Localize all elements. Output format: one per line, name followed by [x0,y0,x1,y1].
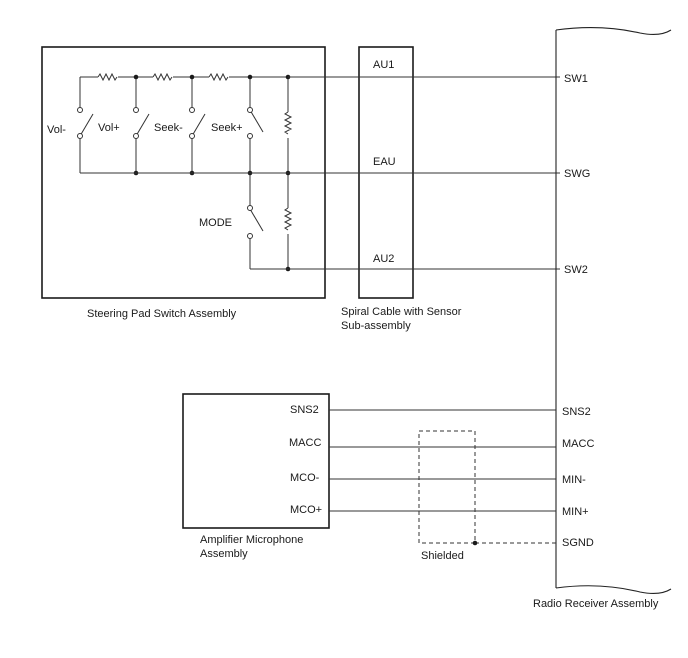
radio-receiver-top-edge [555,27,672,36]
steering-pad-title: Steering Pad Switch Assembly [87,308,237,320]
switch-label-vol-minus: Vol- [47,124,66,136]
spiral-cable-title-line2: Sub-assembly [341,320,411,332]
amp-pin-sns2: SNS2 [290,404,319,416]
switch-seek-minus [189,77,206,173]
switch-vol-minus [77,77,94,173]
switch-vol-plus [133,77,150,173]
amp-pin-macc: MACC [289,437,321,449]
radio-receiver-title: Radio Receiver Assembly [533,598,659,610]
top-bus-wire [80,72,288,82]
radio-pin-sw1: SW1 [564,73,588,85]
switch-label-mode: MODE [199,217,232,229]
shield-junction-dot [472,540,478,546]
amplifier-mic-title-line2: Assembly [200,548,248,560]
switch-label-vol-plus: Vol+ [98,122,120,134]
spiral-pin-au2: AU2 [373,253,394,265]
switch-label-seek-minus: Seek- [154,122,183,134]
amp-pin-mco-minus: MCO- [290,472,320,484]
radio-pin-sw2: SW2 [564,264,588,276]
amp-pin-mco-plus: MCO+ [290,504,322,516]
radio-pin-swg: SWG [564,168,590,180]
resistor-branch-bottom [283,173,293,269]
radio-pin-sgnd: SGND [562,537,594,549]
radio-pin-min-minus: MIN- [562,474,586,486]
amplifier-mic-box [182,393,330,529]
switch-label-seek-plus: Seek+ [211,122,243,134]
radio-receiver-bottom-edge [555,585,672,595]
resistor-branch-top [283,77,293,173]
radio-pin-sns2: SNS2 [562,406,591,418]
switch-mode [247,173,264,269]
radio-pin-macc: MACC [562,438,594,450]
shield-box [418,430,476,544]
spiral-pin-au1: AU1 [373,59,394,71]
amplifier-mic-title-line1: Amplifier Microphone [200,534,303,546]
radio-pin-min-plus: MIN+ [562,506,589,518]
switch-seek-plus [247,77,264,173]
spiral-pin-eau: EAU [373,156,396,168]
spiral-cable-title-line1: Spiral Cable with Sensor [341,306,462,318]
shield-label: Shielded [421,550,464,562]
